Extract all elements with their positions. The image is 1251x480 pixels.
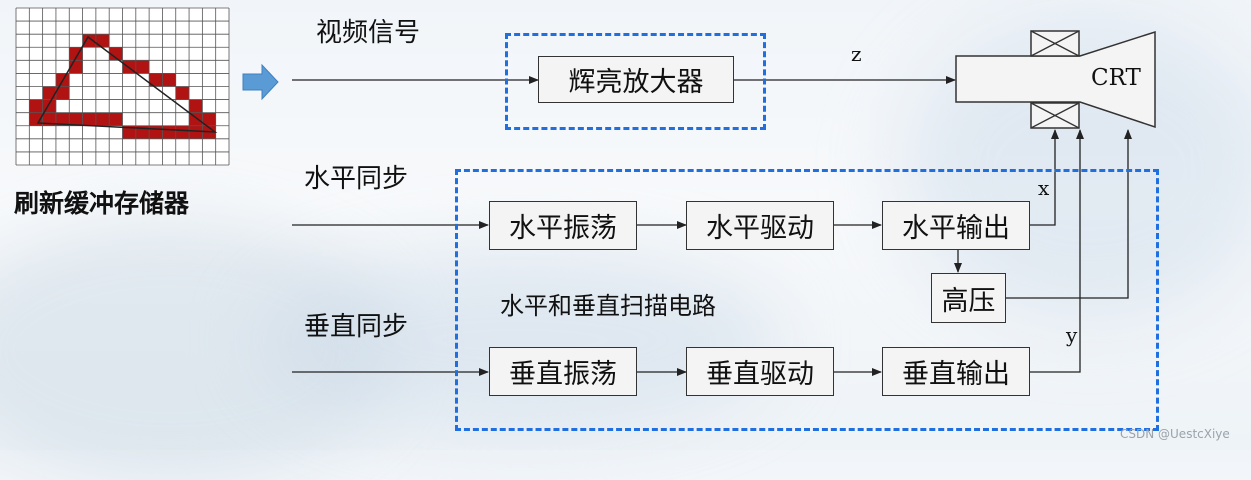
lit-pixel [189, 125, 203, 139]
v-drive-block: 垂直驱动 [686, 347, 834, 396]
lit-pixel [135, 60, 150, 74]
lit-pixel [42, 112, 56, 126]
grid-lines [15, 7, 230, 166]
lit-pixel [175, 86, 190, 100]
lit-pixel [95, 112, 110, 126]
scan-circuit-group [455, 169, 1159, 431]
lit-pixel [202, 112, 216, 126]
triangle-outline [36, 35, 218, 133]
v-osc-block: 垂直振荡 [489, 347, 637, 396]
lit-pixel [55, 112, 70, 126]
lit-pixel [42, 86, 56, 100]
frame-buffer-label: 刷新缓冲存储器 [14, 189, 190, 218]
x-signal-line [1030, 129, 1059, 226]
h-drive-block: 水平驱动 [686, 201, 834, 250]
frame-buffer-pixel-grid [15, 7, 230, 166]
y-label: y [1066, 323, 1078, 347]
y-signal-line [1030, 129, 1084, 373]
coil-bottom-cross-2 [1030, 102, 1080, 129]
pixel-cells [29, 34, 216, 139]
lit-pixel [162, 73, 176, 87]
high-voltage-block: 高压 [931, 273, 1006, 323]
lit-pixel [82, 34, 96, 48]
flow-arrow-icon [242, 63, 279, 101]
watermark: CSDN @UestcXiye [1120, 427, 1230, 441]
hv-crt-line [1005, 129, 1132, 299]
lit-pixel [109, 47, 123, 61]
crt-body [955, 30, 1156, 129]
brightness-amp-group [505, 33, 766, 130]
brightness-amplifier-block: 辉亮放大器 [538, 56, 734, 103]
lit-pixel [82, 112, 96, 126]
lit-pixel [122, 125, 136, 139]
crt-tube [955, 30, 1156, 129]
coil-top-cross-2 [1030, 30, 1080, 57]
h-output-block: 水平输出 [882, 201, 1030, 250]
video-signal-label: 视频信号 [316, 18, 421, 48]
scan-circuit-label: 水平和垂直扫描电路 [500, 292, 716, 320]
lit-pixel [162, 125, 176, 139]
crt-label: CRT [1091, 65, 1141, 91]
z-label: z [851, 42, 862, 66]
h-osc-block: 水平振荡 [489, 201, 637, 250]
v-sync-label: 垂直同步 [304, 312, 409, 342]
lit-pixel [189, 99, 203, 113]
crt-display-diagram [15, 7, 1156, 376]
v-output-block: 垂直输出 [882, 347, 1030, 396]
lit-pixel [69, 112, 83, 126]
lit-pixel [109, 112, 123, 126]
lit-pixel [29, 99, 43, 113]
lit-pixel [69, 47, 83, 61]
lit-pixel [149, 125, 163, 139]
x-label: x [1038, 176, 1050, 200]
h-sync-label: 水平同步 [304, 164, 409, 194]
lit-pixel [175, 125, 190, 139]
lit-pixel [55, 86, 70, 100]
lit-pixel [95, 34, 110, 48]
lit-pixel [149, 73, 163, 87]
